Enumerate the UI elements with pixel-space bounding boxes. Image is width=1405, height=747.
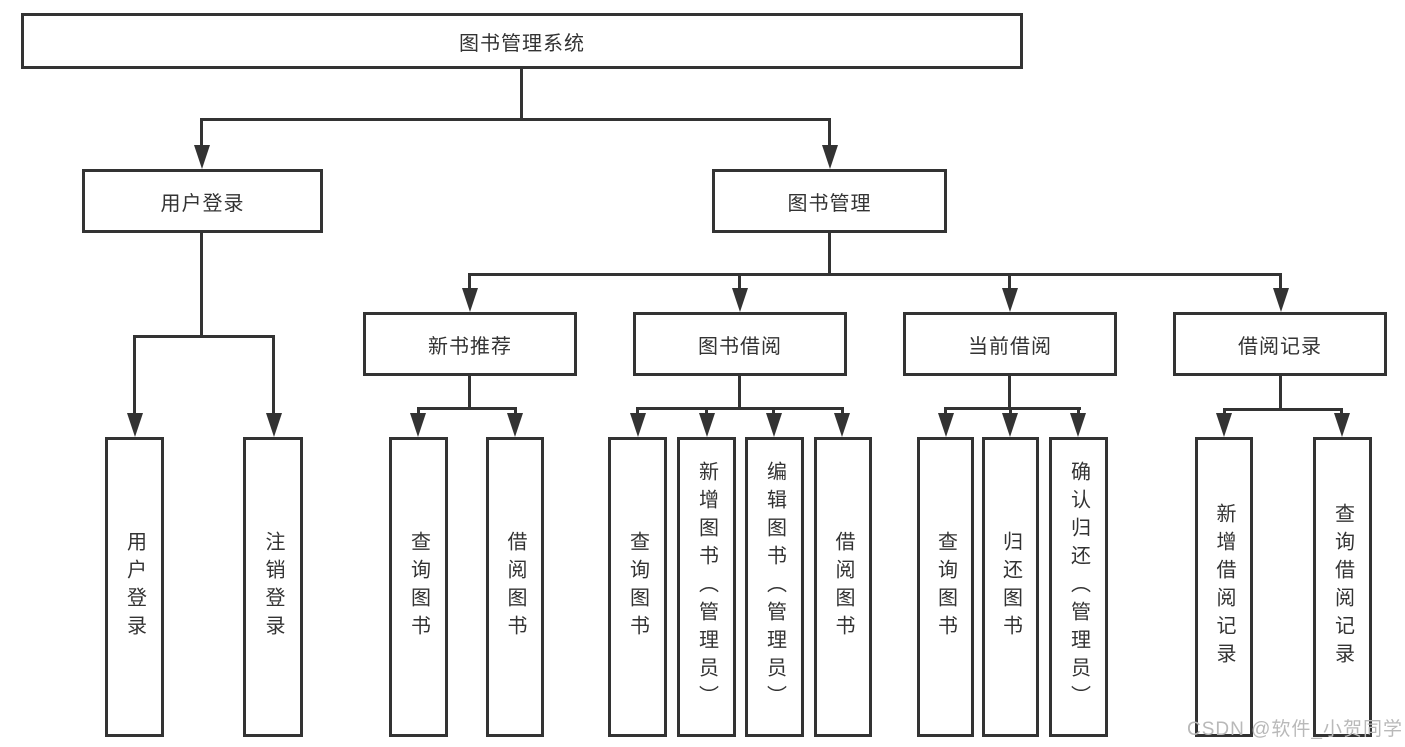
node-user-login: 用户登录 — [82, 169, 323, 233]
node-user-login-action: 用户登录 — [105, 437, 164, 737]
node-book-borrow: 图书借阅 — [633, 312, 847, 376]
arrow-down-icon — [1273, 288, 1289, 312]
node-query-books: 查询图书 — [917, 437, 974, 737]
node-add-book-admin: 新增图书（管理员） — [677, 437, 736, 737]
connector-line — [1279, 375, 1282, 411]
connector-line — [636, 407, 844, 410]
connector-line — [738, 375, 741, 410]
connector-line — [738, 273, 741, 291]
connector-line — [1223, 408, 1226, 416]
connector-line — [841, 407, 844, 417]
arrow-down-icon — [766, 413, 782, 437]
arrow-down-icon — [462, 288, 478, 312]
arrow-down-icon — [834, 413, 850, 437]
node-add-borrow-record: 新增借阅记录 — [1195, 437, 1253, 737]
connector-line — [133, 335, 275, 338]
node-new-book-recommend: 新书推荐 — [363, 312, 577, 376]
node-borrow-books: 借阅图书 — [486, 437, 544, 737]
connector-line — [514, 407, 517, 417]
arrow-down-icon — [127, 413, 143, 437]
arrow-down-icon — [822, 145, 838, 169]
arrow-down-icon — [1070, 413, 1086, 437]
node-borrow-records: 借阅记录 — [1173, 312, 1387, 376]
arrow-down-icon — [410, 413, 426, 437]
connector-line — [468, 375, 471, 410]
connector-line — [944, 407, 947, 417]
connector-line — [636, 407, 639, 417]
connector-line — [1077, 407, 1080, 417]
connector-line — [200, 118, 203, 148]
watermark: CSDN @软件_小贺同学 — [1187, 719, 1403, 740]
arrow-down-icon — [630, 413, 646, 437]
connector-line — [520, 69, 523, 121]
arrow-down-icon — [1216, 413, 1232, 437]
node-query-borrow-record: 查询借阅记录 — [1313, 437, 1372, 737]
node-return-books: 归还图书 — [982, 437, 1039, 737]
arrow-down-icon — [194, 145, 210, 169]
connector-line — [200, 118, 831, 121]
node-query-books: 查询图书 — [608, 437, 667, 737]
connector-line — [200, 233, 203, 338]
node-logout-action: 注销登录 — [243, 437, 303, 737]
arrow-down-icon — [699, 413, 715, 437]
connector-line — [828, 232, 831, 276]
connector-line — [944, 407, 1081, 410]
connector-line — [468, 273, 1282, 276]
connector-line — [772, 407, 775, 417]
arrow-down-icon — [1334, 413, 1350, 437]
connector-line — [133, 335, 136, 415]
node-library-system: 图书管理系统 — [21, 13, 1023, 69]
node-current-borrow: 当前借阅 — [903, 312, 1117, 376]
connector-line — [705, 407, 708, 417]
arrow-down-icon — [1002, 413, 1018, 437]
connector-line — [828, 118, 831, 148]
arrow-down-icon — [732, 288, 748, 312]
connector-line — [1223, 408, 1343, 411]
node-book-management: 图书管理 — [712, 169, 947, 233]
arrow-down-icon — [1002, 288, 1018, 312]
arrow-down-icon — [507, 413, 523, 437]
connector-line — [1008, 273, 1011, 291]
connector-line — [1340, 408, 1343, 416]
connector-line — [1009, 407, 1012, 417]
connector-line — [1008, 375, 1011, 410]
arrow-down-icon — [938, 413, 954, 437]
connector-line — [468, 273, 471, 291]
connector-line — [272, 335, 275, 415]
node-confirm-return-admin: 确认归还（管理员） — [1049, 437, 1108, 737]
connector-line — [1279, 273, 1282, 291]
connector-line — [417, 407, 517, 410]
node-borrow-books: 借阅图书 — [814, 437, 872, 737]
arrow-down-icon — [266, 413, 282, 437]
connector-line — [417, 407, 420, 417]
node-edit-book-admin: 编辑图书（管理员） — [745, 437, 804, 737]
node-query-books: 查询图书 — [389, 437, 448, 737]
